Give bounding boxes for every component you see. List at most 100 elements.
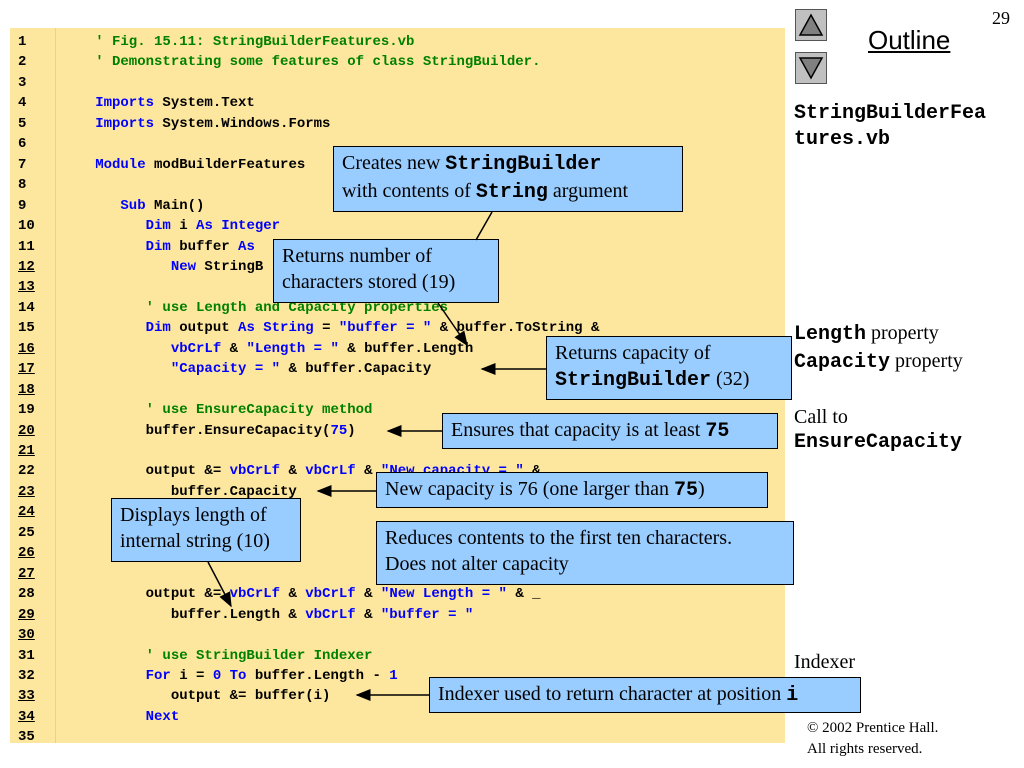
line-number: 24 — [18, 504, 35, 521]
line-number: 13 — [18, 279, 35, 296]
code-token: Imports — [70, 95, 155, 112]
code-token: & — [280, 463, 306, 480]
capacity-prop-text: property — [890, 350, 963, 372]
code-token: & — [355, 463, 381, 480]
code-token: vbCrLf — [70, 340, 222, 357]
sidebar-ensure: Call to EnsureCapacity — [794, 404, 962, 456]
line-number: 28 — [18, 586, 35, 603]
code-line: output &= vbCrLf & vbCrLf & "New Length … — [70, 584, 541, 604]
code-token: To — [221, 667, 247, 684]
nav-up-button[interactable] — [795, 9, 827, 41]
code-token: 0 — [212, 667, 222, 684]
code-line: ' use EnsureCapacity method — [70, 400, 373, 420]
code-token: modBuilderFeatures — [145, 156, 306, 173]
line-number: 8 — [18, 177, 27, 194]
code-token: & — [355, 586, 381, 603]
call-to-code: EnsureCapacity — [794, 431, 963, 454]
code-line: For i = 0 To buffer.Length - 1 — [70, 666, 398, 686]
outline-link[interactable]: Outline — [868, 25, 951, 55]
code-token: vbCrLf — [305, 606, 356, 623]
callout-code: i — [786, 684, 799, 707]
line-number: 29 — [18, 606, 35, 623]
code-token: & _ — [506, 586, 541, 603]
callout-code: 75 — [705, 420, 730, 443]
sidebar-properties: Length property Capacity property — [794, 320, 963, 376]
code-token: Imports — [70, 115, 155, 132]
code-token: Module — [70, 156, 146, 173]
code-token: "buffer = " — [338, 320, 432, 337]
code-token: System.Windows.Forms — [154, 115, 331, 132]
page-number: 29 — [992, 8, 1010, 28]
line-number: 34 — [18, 708, 35, 725]
callout-text: Returns number of — [282, 245, 432, 267]
code-token: output &= — [70, 586, 230, 603]
callout-code: String — [475, 181, 548, 204]
code-token: vbCrLf — [229, 463, 281, 480]
code-token: Main() — [145, 197, 205, 214]
line-number: 33 — [18, 688, 35, 705]
line-number: 20 — [18, 422, 35, 439]
line-number: 25 — [18, 524, 35, 541]
code-token: buffer — [170, 238, 239, 255]
triangle-down-icon — [798, 57, 824, 80]
code-token: i = — [170, 667, 213, 684]
code-token: "Capacity = " — [70, 361, 281, 378]
callout-text: New capacity is 76 (one larger than — [385, 478, 674, 500]
code-token: & buffer.ToString & — [431, 320, 600, 337]
code-token: buffer.EnsureCapacity( — [70, 422, 331, 439]
code-token: buffer.Capacity — [70, 483, 297, 500]
line-number: 32 — [18, 667, 35, 684]
line-number: 1 — [18, 34, 27, 50]
code-line: Next — [70, 707, 180, 727]
code-line: buffer.Length & vbCrLf & "buffer = " — [70, 605, 474, 625]
code-line: Dim i As Integer — [70, 216, 280, 236]
code-line: Imports System.Text — [70, 93, 255, 113]
code-token: buffer.Length - — [246, 667, 390, 684]
code-token: & — [280, 586, 306, 603]
filename-line-2: tures.vb — [794, 128, 891, 151]
code-token: As Integer — [196, 218, 281, 235]
code-token: Dim — [70, 218, 171, 235]
code-line: ' Demonstrating some features of class S… — [70, 52, 540, 72]
code-token: "Length = " — [246, 340, 339, 357]
code-token: vbCrLf — [305, 463, 356, 480]
code-token: Dim — [70, 320, 171, 337]
code-token: "buffer = " — [380, 606, 474, 623]
code-token: 75 — [330, 422, 348, 439]
code-token: As — [238, 238, 255, 255]
code-line: Imports System.Windows.Forms — [70, 114, 330, 134]
line-number: 16 — [18, 340, 35, 357]
callout-displays-length: Displays length of internal string (10) — [111, 498, 301, 562]
code-token: output — [170, 320, 239, 337]
code-token: ' Demonstrating some features of class S… — [70, 54, 541, 71]
call-to-text: Call to — [794, 406, 848, 428]
callout-text: internal string (10) — [120, 530, 270, 552]
code-line: buffer.Capacity — [70, 482, 297, 502]
line-number: 31 — [18, 647, 35, 664]
filename-line-1: StringBuilderFea — [794, 102, 987, 125]
code-line: buffer.EnsureCapacity(75) — [70, 421, 356, 441]
code-token: i — [170, 218, 197, 235]
code-token: output &= buffer(i) — [70, 688, 331, 705]
line-number: 2 — [18, 54, 27, 71]
code-token: vbCrLf — [305, 586, 356, 603]
line-number: 19 — [18, 402, 35, 419]
callout-text: Does not alter capacity — [385, 553, 569, 575]
line-number: 17 — [18, 361, 35, 378]
capacity-prop-code: Capacity — [794, 351, 891, 374]
callout-text: Creates new — [342, 152, 446, 174]
line-number: 12 — [18, 258, 35, 275]
code-token: & — [221, 340, 247, 357]
callout-text: argument — [547, 180, 629, 202]
code-line: ' use Length and Capacity properties — [70, 298, 448, 318]
line-number: 35 — [18, 729, 35, 746]
callout-new-capacity: New capacity is 76 (one larger than 75) — [376, 472, 768, 508]
code-line: Module modBuilderFeatures — [70, 155, 305, 175]
code-line: Dim buffer As — [70, 237, 255, 257]
line-number: 9 — [18, 197, 27, 214]
callout-text: with contents of — [342, 180, 476, 202]
line-number: 27 — [18, 565, 35, 582]
nav-down-button[interactable] — [795, 52, 827, 84]
code-token: & — [355, 606, 381, 623]
